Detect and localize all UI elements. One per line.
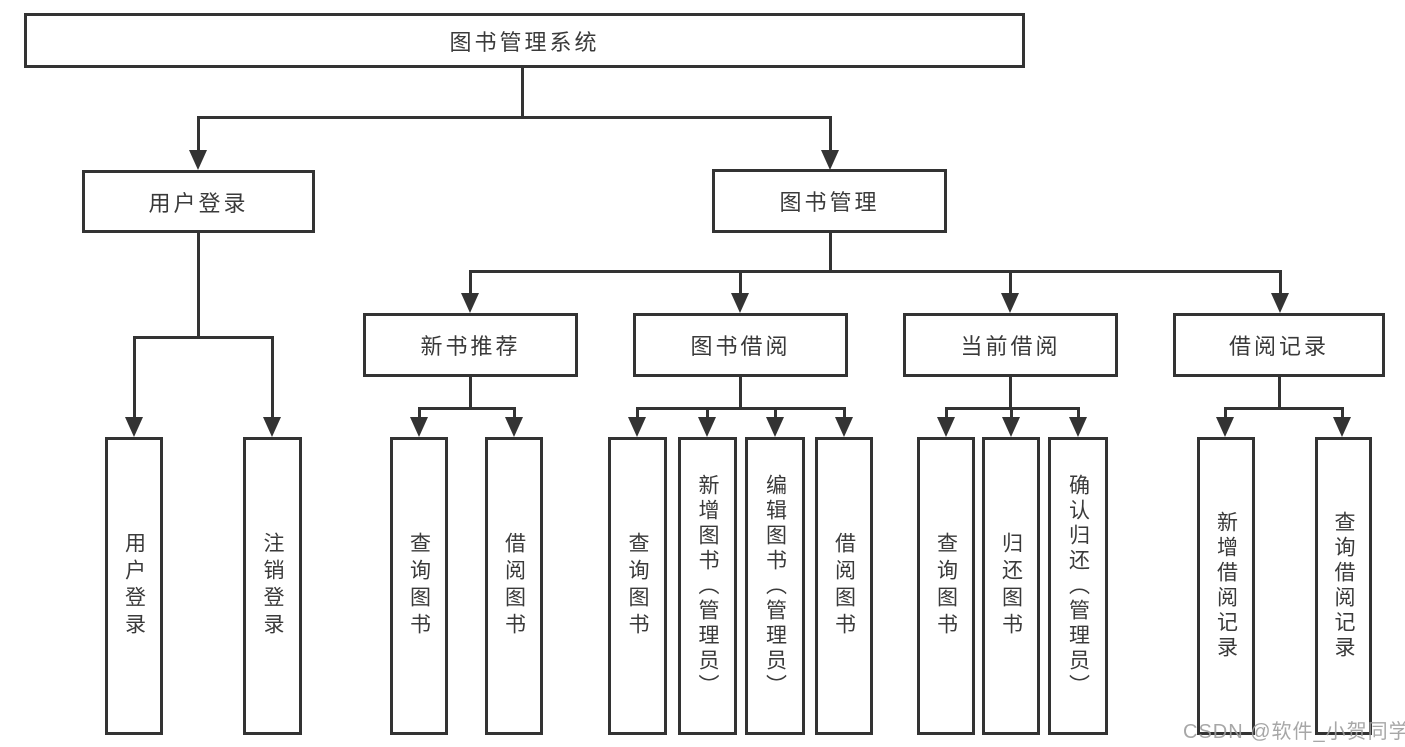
node-label: 注销登录 xyxy=(261,532,284,640)
leaf-current-confirm-return-admin: 确认归还（管理员） xyxy=(1048,437,1108,735)
node-label: 新增借阅记录 xyxy=(1214,511,1238,661)
connector-borrowing-stub xyxy=(738,377,742,409)
node-library-management-system: 图书管理系统 xyxy=(24,13,1025,68)
arrow-to-book-management xyxy=(821,116,839,170)
arrow-to-current-confirm xyxy=(1069,407,1087,437)
node-label: 借阅图书 xyxy=(832,532,856,640)
node-label: 查询借阅记录 xyxy=(1332,511,1355,661)
leaf-user-login: 用户登录 xyxy=(105,437,163,735)
arrow-to-recommend-query xyxy=(410,407,428,437)
connector-recommend-horizontal xyxy=(417,407,515,410)
connector-current-stub xyxy=(1008,377,1012,409)
leaf-current-return-books: 归还图书 xyxy=(982,437,1040,735)
connector-recommend-stub xyxy=(468,377,472,409)
node-new-book-recommend: 新书推荐 xyxy=(363,313,578,377)
connector-book-management-stub xyxy=(828,233,832,272)
leaf-records-query-record: 查询借阅记录 xyxy=(1315,437,1372,735)
connector-borrowing-horizontal xyxy=(635,407,845,410)
node-label: 用户登录 xyxy=(122,532,146,640)
connector-user-login-horizontal xyxy=(132,336,274,339)
arrow-to-leaf-logout xyxy=(263,336,281,437)
leaf-logout-login: 注销登录 xyxy=(243,437,302,735)
node-label: 图书管理系统 xyxy=(449,29,600,55)
arrow-to-leaf-user-login xyxy=(125,336,143,437)
arrow-to-borrowing-add xyxy=(698,407,716,437)
arrow-to-user-login xyxy=(189,116,207,170)
connector-root-stub xyxy=(520,68,524,118)
node-label: 图书管理 xyxy=(779,190,880,215)
arrow-to-records-query xyxy=(1333,407,1351,437)
leaf-recommend-query-books: 查询图书 xyxy=(390,437,448,735)
leaf-borrowing-edit-books-admin: 编辑图书（管理员） xyxy=(745,437,805,735)
arrow-to-new-book-recommend xyxy=(461,270,479,313)
node-book-borrowing: 图书借阅 xyxy=(633,313,848,377)
arrow-to-records-add xyxy=(1216,407,1234,437)
leaf-current-query-books: 查询图书 xyxy=(917,437,975,735)
connector-root-horizontal xyxy=(196,116,831,119)
node-label: 用户登录 xyxy=(148,190,249,216)
connector-records-stub xyxy=(1277,377,1281,409)
watermark-csdn: CSDN @软件_小贺同学 xyxy=(1183,721,1405,743)
node-label: 查询图书 xyxy=(407,532,431,640)
arrow-to-recommend-borrow xyxy=(505,407,523,437)
node-label: 当前借阅 xyxy=(960,334,1061,359)
node-book-management: 图书管理 xyxy=(712,169,947,233)
leaf-borrowing-add-books-admin: 新增图书（管理员） xyxy=(678,437,737,735)
node-label: 查询图书 xyxy=(626,532,649,640)
node-user-login: 用户登录 xyxy=(82,170,315,233)
node-label: 借阅记录 xyxy=(1228,334,1329,359)
arrow-to-current-borrowing xyxy=(1001,270,1019,313)
arrow-to-current-query xyxy=(937,407,955,437)
leaf-recommend-borrow-books: 借阅图书 xyxy=(485,437,543,735)
connector-records-horizontal xyxy=(1223,407,1343,410)
node-label: 图书借阅 xyxy=(690,334,791,359)
arrow-to-borrowing-query xyxy=(628,407,646,437)
node-current-borrowing: 当前借阅 xyxy=(903,313,1118,377)
leaf-borrowing-query-books: 查询图书 xyxy=(608,437,667,735)
leaf-borrowing-borrow-books: 借阅图书 xyxy=(815,437,873,735)
node-label: 新书推荐 xyxy=(420,334,521,359)
arrow-to-borrowing-records xyxy=(1271,270,1289,313)
node-label: 借阅图书 xyxy=(502,532,526,640)
node-label: 确认归还（管理员） xyxy=(1066,473,1090,699)
node-label: 查询图书 xyxy=(934,532,958,640)
arrow-to-borrowing-borrow xyxy=(835,407,853,437)
node-label: 归还图书 xyxy=(999,532,1023,640)
leaf-records-add-record: 新增借阅记录 xyxy=(1197,437,1255,735)
node-borrowing-records: 借阅记录 xyxy=(1173,313,1385,377)
arrow-to-book-borrowing xyxy=(731,270,749,313)
node-label: 编辑图书（管理员） xyxy=(763,473,787,699)
arrow-to-borrowing-edit xyxy=(766,407,784,437)
node-label: 新增图书（管理员） xyxy=(696,473,719,699)
connector-book-management-horizontal xyxy=(468,270,1281,273)
connector-user-login-stub xyxy=(196,233,200,338)
arrow-to-current-return xyxy=(1002,407,1020,437)
